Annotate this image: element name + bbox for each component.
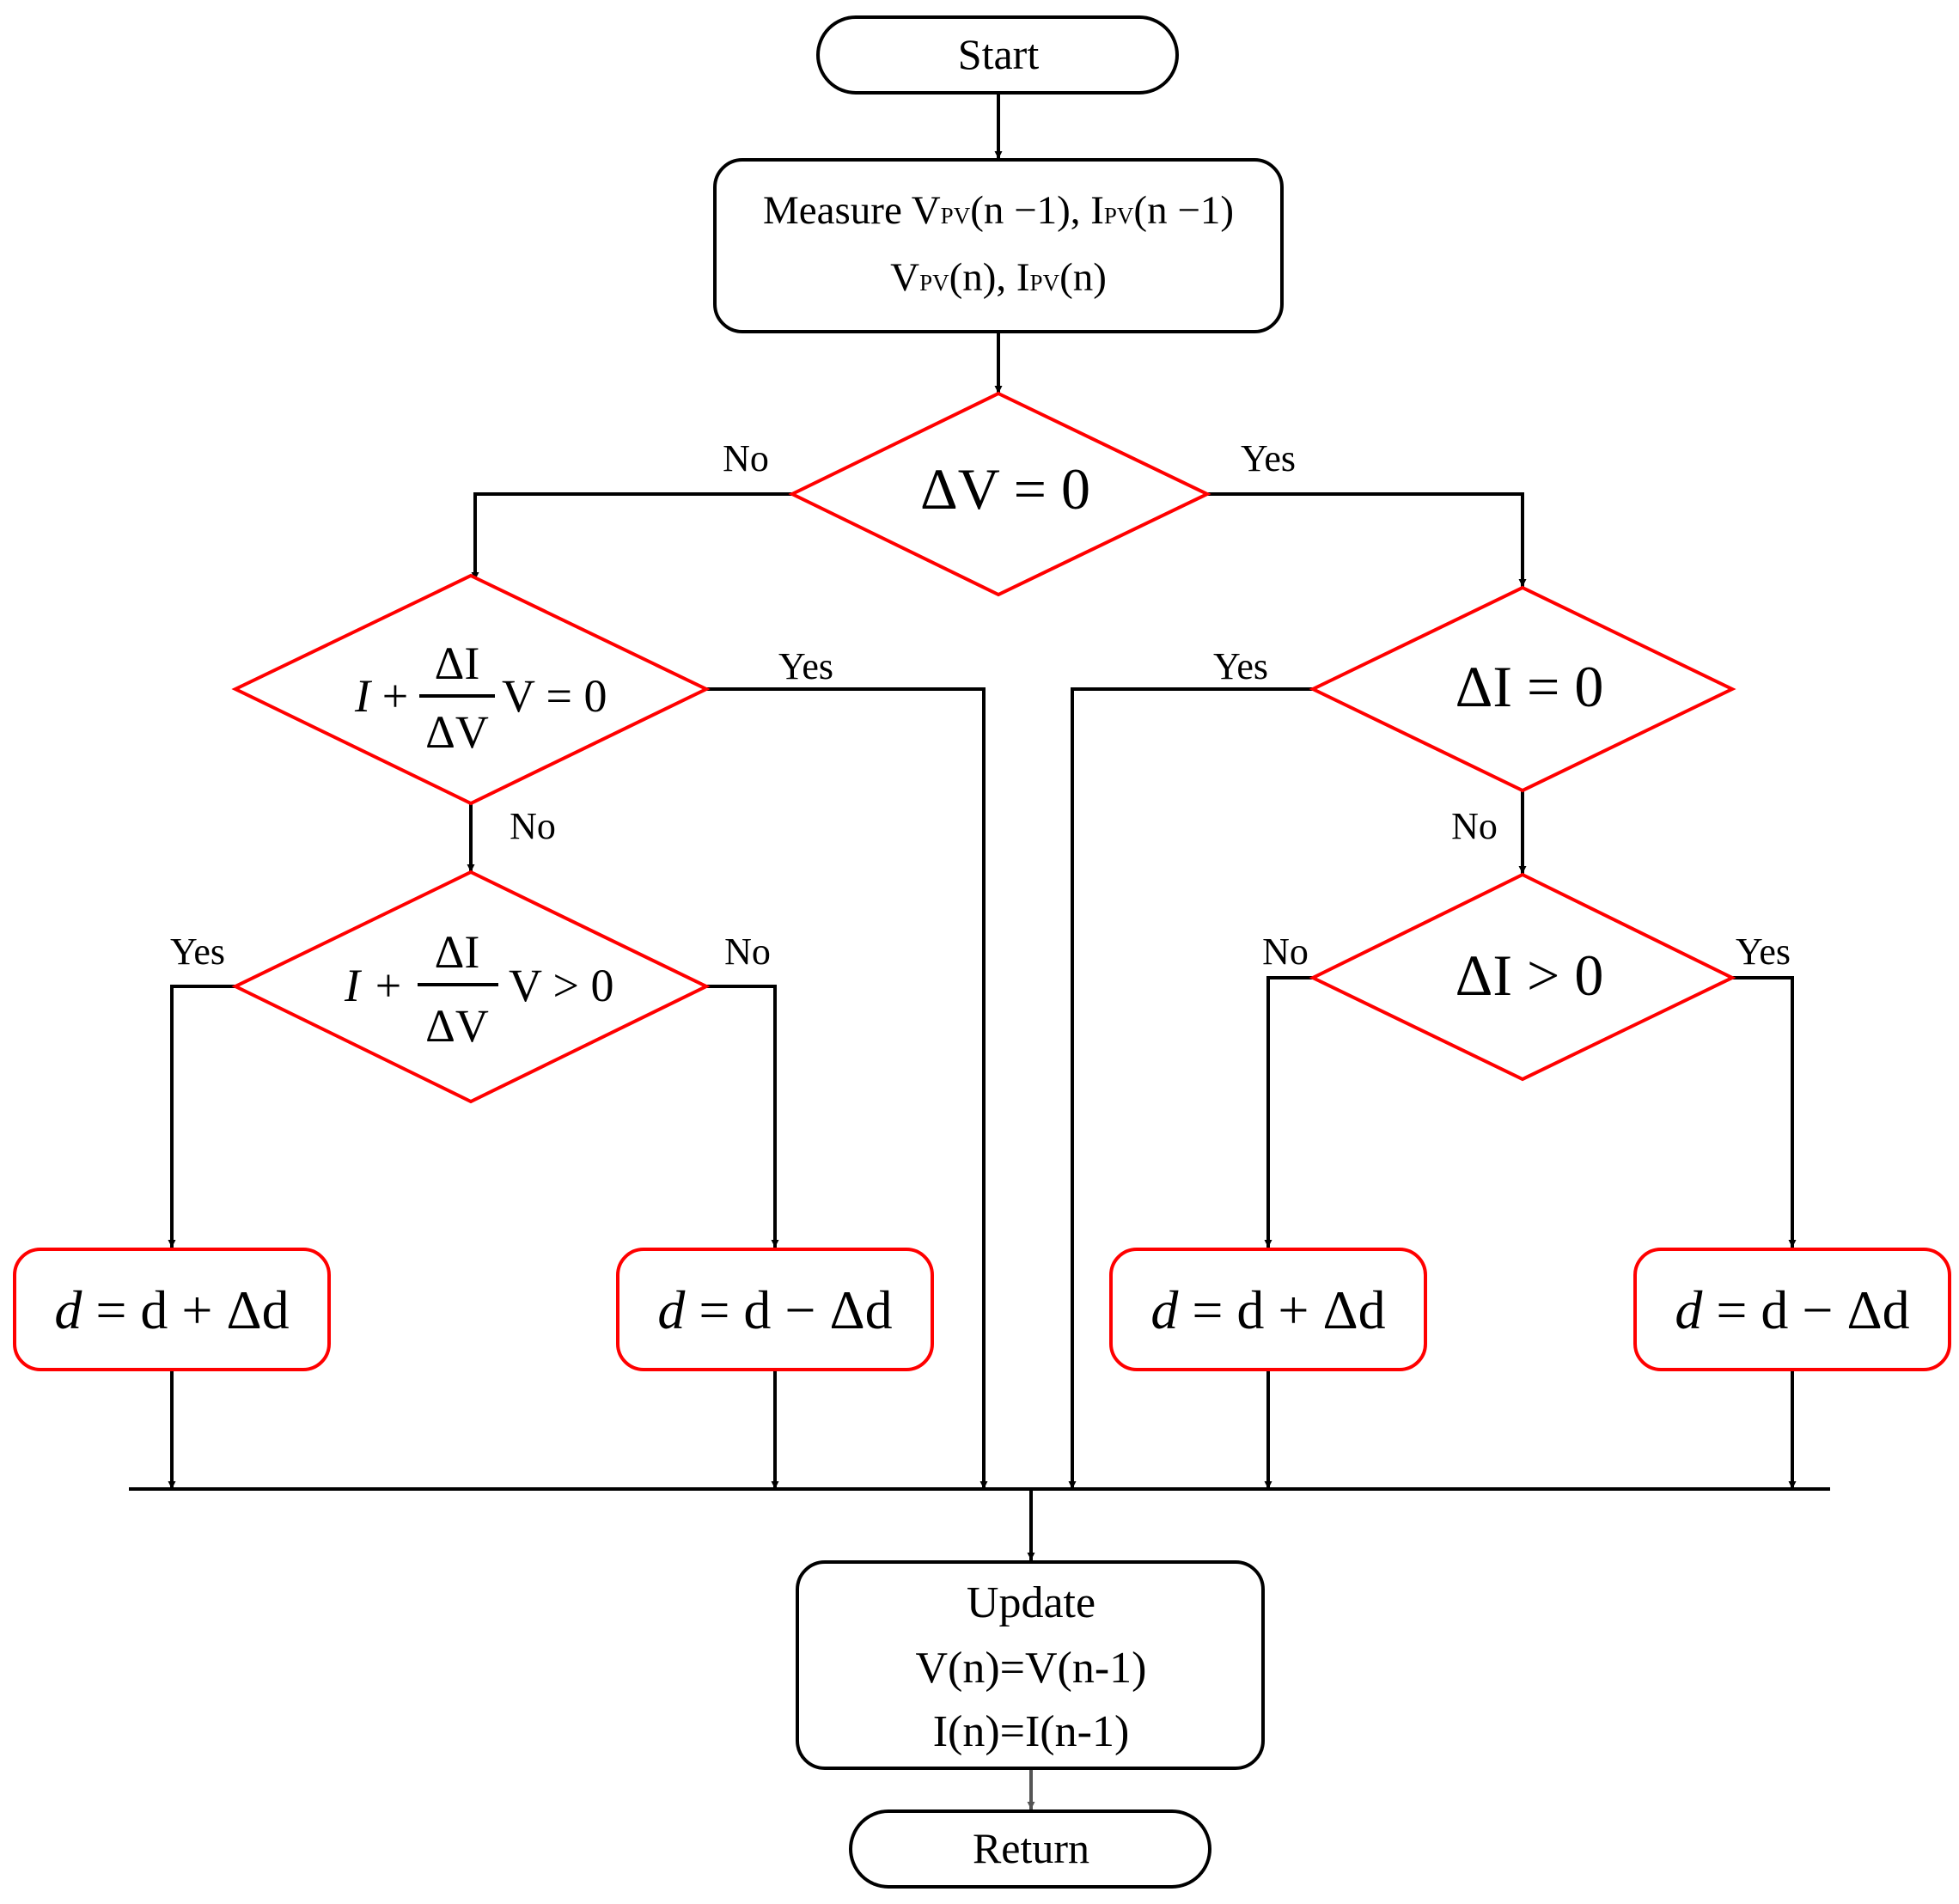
action-2-text: d = d − Δd [657, 1279, 892, 1340]
return-terminal: Return [849, 1809, 1211, 1889]
action-box-2: d = d − Δd [616, 1248, 934, 1371]
update-line2: V(n)=V(n-1) [915, 1644, 1146, 1693]
action-3-text: d = d + Δd [1150, 1279, 1385, 1340]
decision-di-zero: ΔI = 0 [1309, 585, 1736, 793]
incond-gt-denominator: ΔV [425, 1000, 489, 1052]
label-incond-gt-no: No [724, 931, 771, 973]
label-di-gt-yes: Yes [1736, 931, 1791, 973]
action-box-1: d = d + Δd [13, 1248, 331, 1371]
incond-gt-plus: + [375, 960, 401, 1011]
incond-eq-lead: I [354, 670, 373, 722]
arrow-di-gt-no [1264, 976, 1313, 1248]
label-incond-eq-no: No [510, 805, 556, 847]
decision-di-zero-text: ΔI = 0 [1456, 654, 1604, 719]
label-di-zero-no: No [1451, 805, 1498, 847]
measure-line1: Measure VPV(n −1), IPV(n −1) [763, 188, 1234, 233]
decision-di-gt-text: ΔI > 0 [1456, 943, 1604, 1008]
incond-eq-denominator: ΔV [425, 706, 489, 758]
start-terminal: Start [816, 15, 1179, 95]
return-label: Return [973, 1824, 1089, 1872]
measure-line2: VPV(n), IPV(n) [890, 255, 1107, 300]
update-line1: Update [967, 1578, 1095, 1627]
arrow-dv-yes [1207, 492, 1527, 587]
incond-eq-numerator: ΔI [435, 638, 480, 689]
decision-incond-eq: I + ΔI ΔV V = 0 [231, 573, 711, 806]
label-dv-no: No [723, 437, 769, 479]
connectors [129, 93, 1830, 1809]
action-1-text: d = d + Δd [54, 1279, 289, 1340]
incond-eq-tail: V = 0 [502, 670, 607, 722]
action-box-4: d = d − Δd [1633, 1248, 1951, 1371]
label-incond-gt-yes: Yes [170, 931, 225, 973]
incond-gt-tail: V > 0 [509, 960, 613, 1011]
decision-dv-zero: ΔV = 0 [788, 391, 1211, 597]
arrow-incond-eq-yes [706, 687, 988, 1489]
incond-gt-numerator: ΔI [435, 926, 480, 978]
start-label: Start [958, 30, 1040, 78]
arrow-incond-gt-yes [168, 985, 235, 1248]
action-box-3: d = d + Δd [1109, 1248, 1427, 1371]
incond-eq-plus: + [382, 670, 408, 722]
decision-dv-zero-text: ΔV = 0 [920, 456, 1090, 522]
arrow-di-zero-yes [1068, 687, 1313, 1489]
update-line3: I(n)=I(n-1) [933, 1707, 1130, 1756]
decision-di-gt: ΔI > 0 [1309, 872, 1736, 1082]
label-incond-eq-yes: Yes [778, 645, 833, 687]
measure-process: Measure VPV(n −1), IPV(n −1) VPV(n), IPV… [713, 158, 1284, 333]
label-dv-yes: Yes [1241, 437, 1296, 479]
label-di-gt-no: No [1262, 931, 1309, 973]
label-di-zero-yes: Yes [1213, 645, 1268, 687]
arrow-di-gt-yes [1732, 976, 1797, 1248]
arrow-dv-no [471, 492, 792, 580]
action-4-text: d = d − Δd [1675, 1279, 1909, 1340]
incond-gt-lead: I [344, 960, 363, 1011]
arrow-incond-gt-no [706, 985, 779, 1248]
decision-incond-gt: I + ΔI ΔV V > 0 [231, 870, 711, 1104]
update-process: Update V(n)=V(n-1) I(n)=I(n-1) [796, 1560, 1265, 1770]
